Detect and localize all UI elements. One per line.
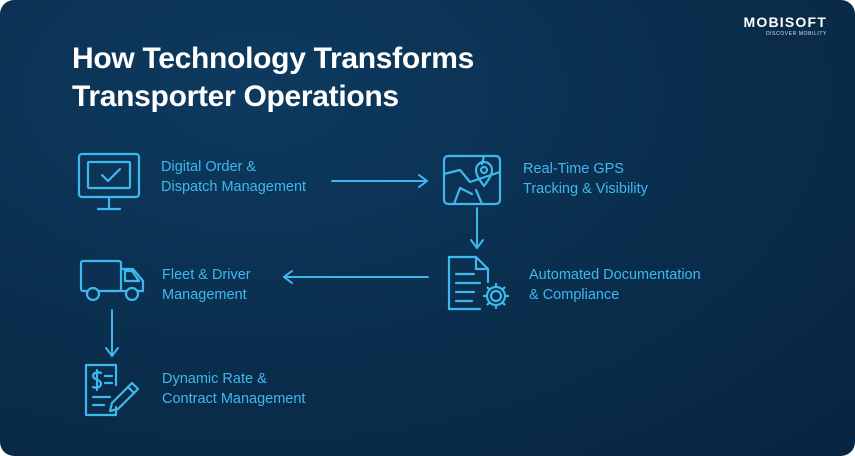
step-4-line-1: Fleet & Driver xyxy=(162,267,251,283)
step-gps-tracking-label: Real-Time GPS Tracking & Visibility xyxy=(523,160,648,199)
step-1-line-2: Dispatch Management xyxy=(161,178,307,195)
contract-pen-icon xyxy=(82,361,142,419)
step-2-line-1: Real-Time GPS xyxy=(523,161,624,177)
step-dynamic-rate-label: Dynamic Rate & Contract Management xyxy=(162,370,305,409)
step-2-line-2: Tracking & Visibility xyxy=(523,180,648,197)
title-line-2: Transporter Operations xyxy=(72,80,399,113)
step-4-line-2: Management xyxy=(162,286,247,303)
step-documentation-label: Automated Documentation & Compliance xyxy=(529,266,701,305)
truck-icon xyxy=(79,259,147,303)
title-line-1: How Technology Transforms xyxy=(72,42,474,75)
step-fleet-driver-label: Fleet & Driver Management xyxy=(162,266,251,305)
document-gear-icon xyxy=(446,254,514,312)
mobisoft-logo: MOBISOFT DISCOVER MOBILITY xyxy=(744,14,827,37)
arrow-step2-to-step3 xyxy=(470,207,484,249)
logo-brand: MOBISOFT xyxy=(743,14,827,30)
step-5-line-1: Dynamic Rate & xyxy=(162,371,267,387)
step-3-line-1: Automated Documentation xyxy=(529,267,701,283)
arrow-step4-to-step5 xyxy=(105,309,119,357)
step-digital-order-label: Digital Order & Dispatch Management xyxy=(161,158,306,197)
arrow-step1-to-step2 xyxy=(331,174,428,188)
step-1-line-1: Digital Order & xyxy=(161,159,257,175)
step-3-line-2: & Compliance xyxy=(529,286,620,303)
step-5-line-2: Contract Management xyxy=(162,390,306,407)
logo-tagline: DISCOVER MOBILITY xyxy=(765,31,827,37)
page-title: How Technology Transforms Transporter Op… xyxy=(72,40,474,116)
monitor-check-icon xyxy=(76,151,142,215)
arrow-step3-to-step4 xyxy=(283,270,429,284)
map-pin-icon xyxy=(442,154,502,206)
